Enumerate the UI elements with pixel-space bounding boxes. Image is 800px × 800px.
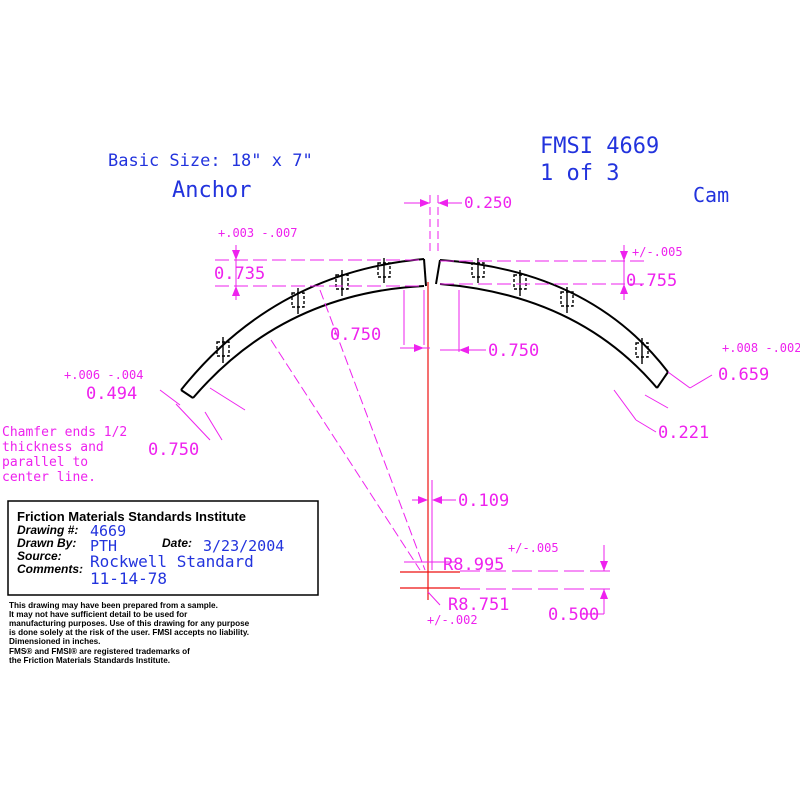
cam-label: Cam (693, 183, 729, 207)
dim-cam-thickness: 0.755 (626, 271, 677, 291)
basic-size-label: Basic Size: 18" x 7" (108, 151, 313, 171)
chamfer-note-line: center line. (2, 470, 96, 485)
dim-outer-radius: R8.995 (443, 555, 504, 575)
drawn-by-label: Drawn By: (17, 536, 76, 550)
rivet-hole (513, 270, 527, 296)
anchor-inner-arc (192, 285, 425, 399)
institute-name: Friction Materials Standards Institute (17, 509, 246, 524)
cam-outer-arc (439, 259, 669, 373)
chamfer-note: Chamfer ends 1/2 thickness and parallel … (2, 425, 127, 485)
rivet-hole (335, 270, 349, 296)
cam-top-end (435, 259, 441, 285)
dim-anchor-thickness: 0.735 (214, 264, 265, 284)
rivet-hole (635, 338, 649, 364)
dim-outer-radius-tol: +/-.005 (508, 541, 559, 555)
date-label: Date: (162, 536, 192, 550)
fmsi-number: FMSI 4669 (540, 134, 659, 159)
chamfer-note-line: Chamfer ends 1/2 (2, 425, 127, 440)
anchor-top-end (423, 258, 427, 287)
disclaimer-line: is done solely at the risk of the user. … (9, 628, 249, 637)
chamfer-note-line: parallel to (2, 455, 88, 470)
rivet-hole (377, 258, 391, 283)
comments-value: 11-14-78 (90, 569, 167, 588)
dim-cam-thickness-tol: +/-.005 (632, 245, 683, 259)
centerlines (400, 282, 460, 600)
source-value: Rockwell Standard (90, 552, 254, 571)
anchor-outer-arc (180, 258, 425, 391)
dimension-arrows (232, 199, 628, 599)
rivet-hole (471, 258, 485, 283)
dim-center-offset: 0.500 (548, 605, 599, 625)
rivet-hole (216, 337, 230, 363)
cam-end-chamfer (656, 371, 669, 389)
disclaimer-line: the Friction Materials Standards Institu… (9, 656, 170, 665)
dim-cam-end: 0.659 (718, 365, 769, 385)
title-block: Friction Materials Standards Institute D… (7, 500, 319, 596)
cam-inner-arc (439, 283, 658, 389)
disclaimer-line: It may not have sufficient detail to be … (9, 610, 188, 619)
comments-label: Comments: (17, 562, 83, 576)
anchor-label: Anchor (172, 178, 251, 203)
dim-cam-end-tol: +.008 -.002 (722, 341, 800, 355)
dim-gap-top: 0.250 (464, 193, 512, 212)
anchor-segment (180, 258, 427, 399)
dim-inner-radius: R8.751 (448, 595, 509, 615)
disclaimer-line: manufacturing purposes. Use of this draw… (9, 619, 250, 628)
dim-anchor-rivet-spacing: 0.750 (330, 325, 381, 345)
disclaimer-line: Dimensioned in inches. (9, 637, 100, 646)
sheet-number: 1 of 3 (540, 161, 619, 186)
rivet-holes (216, 258, 649, 364)
dim-anchor-thickness-tol: +.003 -.007 (218, 226, 297, 240)
dim-centerline-offset: 0.109 (458, 491, 509, 511)
drawn-by-value: PTH (90, 537, 117, 555)
drawing-number-value: 4669 (90, 522, 126, 540)
disclaimer-line: This drawing may have been prepared from… (9, 601, 218, 610)
dim-inner-radius-tol: +/-.002 (427, 613, 478, 627)
source-label: Source: (17, 549, 62, 563)
cam-segment (435, 259, 669, 389)
dim-cam-rivet-spacing: 0.750 (488, 341, 539, 361)
dim-cam-chamfer: 0.221 (658, 423, 709, 443)
drawing-number-label: Drawing #: (17, 523, 78, 537)
rivet-hole (291, 288, 305, 314)
rivet-hole (560, 287, 574, 313)
title-block-frame (7, 500, 319, 596)
anchor-end-chamfer (180, 389, 194, 399)
disclaimer: This drawing may have been prepared from… (9, 601, 250, 665)
dim-anchor-chamfer: 0.750 (148, 440, 199, 460)
disclaimer-line: FMS® and FMSI® are registered trademarks… (9, 647, 190, 656)
dim-anchor-end-tol: +.006 -.004 (64, 368, 143, 382)
dim-anchor-end: 0.494 (86, 384, 137, 404)
date-value: 3/23/2004 (203, 537, 284, 555)
chamfer-note-line: thickness and (2, 440, 104, 455)
